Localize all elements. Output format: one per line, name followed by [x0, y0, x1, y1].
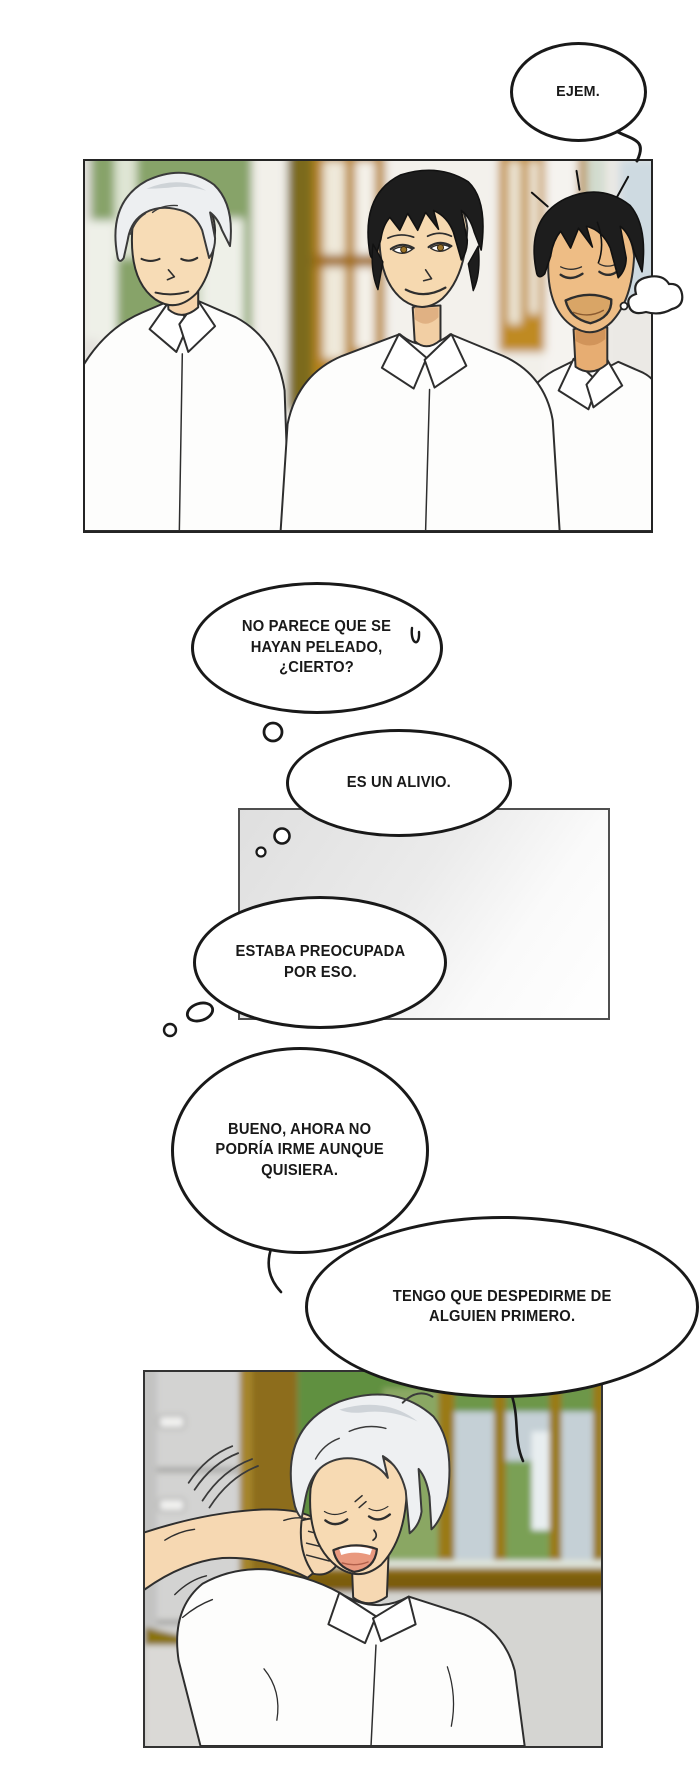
- pause-tick-doodle: [410, 626, 421, 644]
- bubble-line: HAYAN PELEADO,: [251, 638, 383, 656]
- bubble-line: BUENO, AHORA NO: [228, 1120, 372, 1138]
- bubble-line: NO PARECE QUE SE: [242, 618, 392, 636]
- boy-black-hair: [279, 169, 561, 531]
- panel1-art: [85, 161, 651, 531]
- bubble-line: ¿CIERTO?: [279, 659, 355, 677]
- bubble-text: NO PARECE QUE SE HAYAN PELEADO, ¿CIERTO?: [242, 617, 391, 678]
- panel-boy-scratching-neck: [143, 1370, 603, 1748]
- boy-white-hair: [85, 171, 291, 531]
- thought-trail-circle: [262, 721, 284, 743]
- bubble-line: TENGO QUE DESPEDIRME DE: [392, 1287, 612, 1305]
- bubble-text: BUENO, AHORA NO PODRÍA IRME AUNQUE QUISI…: [216, 1120, 384, 1181]
- panel-hallway-three-boys: [83, 159, 653, 533]
- boy-scratching-neck-figure: [145, 1392, 526, 1746]
- bubble-text: ESTABA PREOCUPADA POR ESO.: [235, 942, 405, 983]
- speech-tail-bueno: [267, 1244, 283, 1294]
- bubble-line: ESTABA PREOCUPADA: [235, 943, 405, 961]
- bubble-text: TENGO QUE DESPEDIRME DE ALGUIEN PRIMERO.: [393, 1287, 612, 1328]
- bubble-line: ALGUIEN PRIMERO.: [428, 1308, 576, 1325]
- motion-lines: [187, 1445, 259, 1509]
- speech-bubble-ejem: EJEM.: [510, 42, 647, 142]
- speech-bubble-bueno: BUENO, AHORA NO PODRÍA IRME AUNQUE QUISI…: [171, 1047, 429, 1254]
- speech-bubble-despedirme: TENGO QUE DESPEDIRME DE ALGUIEN PRIMERO.: [305, 1216, 699, 1398]
- bubble-text: ES UN ALIVIO.: [346, 773, 452, 791]
- bubble-line: PODRÍA IRME AUNQUE: [215, 1141, 385, 1159]
- panel2-art: [145, 1372, 601, 1746]
- thought-bubble-alivio: ES UN ALIVIO.: [286, 729, 512, 837]
- thought-trail-circle: [185, 1001, 215, 1023]
- bubble-line: POR ESO.: [283, 963, 357, 981]
- bubble-line: QUISIERA.: [261, 1161, 339, 1179]
- thought-bubble-peleado: NO PARECE QUE SE HAYAN PELEADO, ¿CIERTO?: [191, 582, 443, 714]
- thought-trail-circle: [162, 1022, 178, 1038]
- thought-bubble-preocupada: ESTABA PREOCUPADA POR ESO.: [193, 896, 447, 1029]
- bubble-text: EJEM.: [556, 83, 601, 101]
